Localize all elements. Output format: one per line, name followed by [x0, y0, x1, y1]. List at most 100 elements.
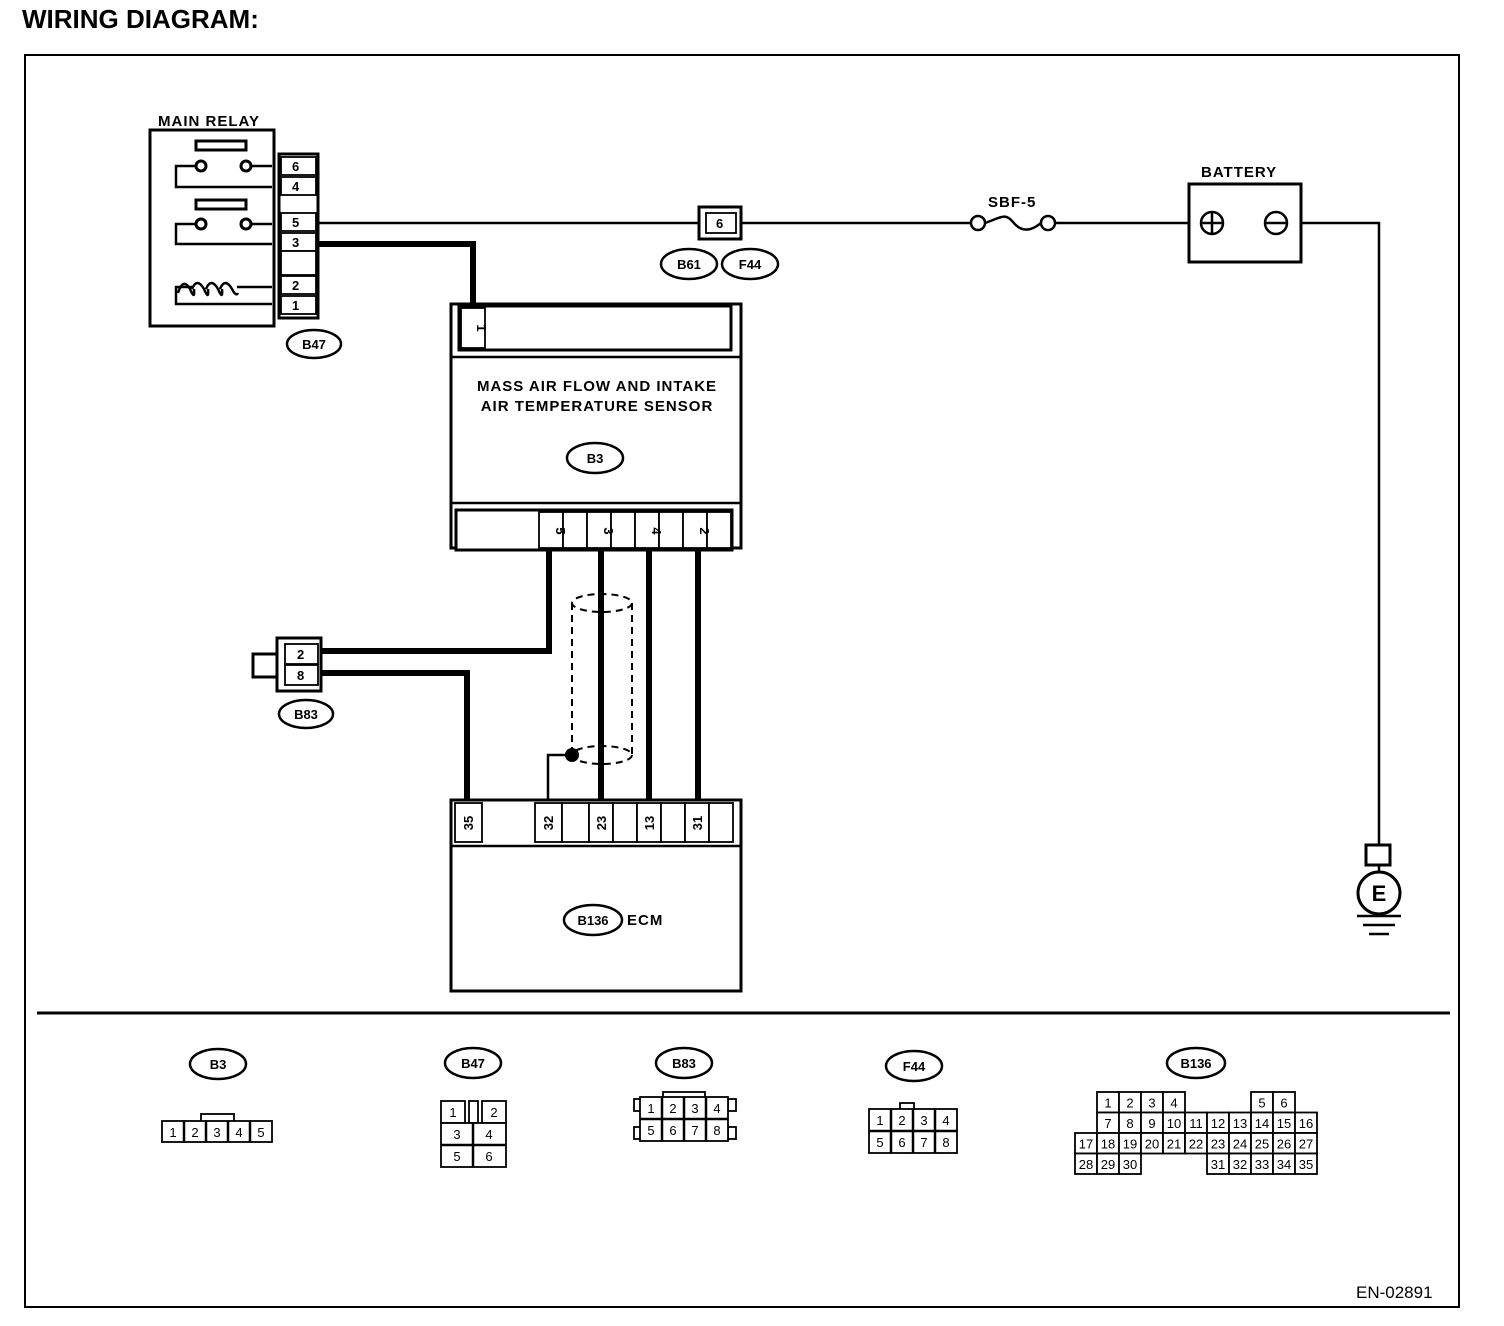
b83-pin-8: 8 — [297, 668, 304, 683]
fuse-sbf-5: SBF-5 — [969, 194, 1057, 232]
b136-view-pin: 2 — [1126, 1096, 1133, 1111]
relay-pin-1: 1 — [292, 298, 299, 313]
diagram-code: EN-02891 — [1356, 1283, 1433, 1302]
b136-view-pin: 32 — [1233, 1157, 1247, 1172]
b83-pin-2: 2 — [297, 647, 304, 662]
connector-view-b83: B83 1 2 3 4 5 6 7 8 — [633, 1046, 737, 1142]
b136-view-pin: 8 — [1126, 1116, 1133, 1131]
ecm-pin-13: 13 — [642, 816, 657, 830]
b3-view-pin: 1 — [169, 1125, 176, 1140]
connector-view-f44: F44 1 2 3 4 5 6 7 8 — [868, 1049, 958, 1154]
b3-view-pin: 5 — [257, 1125, 264, 1140]
b83-view-pin: 8 — [713, 1123, 720, 1138]
ecm-pin-32: 32 — [541, 816, 556, 830]
connector-tag-b47: B47 — [285, 328, 343, 360]
b3-tag-text: B3 — [587, 451, 604, 466]
b83-view-pin: 7 — [691, 1123, 698, 1138]
b136-view-pin: 20 — [1145, 1137, 1159, 1152]
f44-tag-text: F44 — [739, 257, 762, 272]
relay-pin-6: 6 — [292, 159, 299, 174]
b136-view-pin: 15 — [1277, 1116, 1291, 1131]
b47-view-pin: 5 — [453, 1149, 460, 1164]
ecm-pin-31: 31 — [690, 816, 705, 830]
b136-view-pin: 24 — [1233, 1137, 1247, 1152]
b136-view-pin: 16 — [1299, 1116, 1313, 1131]
b136-view-pin: 6 — [1280, 1096, 1287, 1111]
b83-view-pin: 4 — [713, 1101, 720, 1116]
relay-pin-4: 4 — [292, 179, 300, 194]
f44-view-tag: F44 — [903, 1059, 926, 1074]
b136-view-pin: 1 — [1104, 1096, 1111, 1111]
ground-icon — [1357, 914, 1401, 936]
b136-view-pin: 12 — [1211, 1116, 1225, 1131]
b136-view-pin: 25 — [1255, 1137, 1269, 1152]
relay-pin-3: 3 — [292, 235, 299, 250]
b83-view-pin: 1 — [647, 1101, 654, 1116]
b136-view-pin: 17 — [1079, 1137, 1093, 1152]
b47-view-tag: B47 — [461, 1056, 485, 1071]
b136-view-pin: 30 — [1123, 1157, 1137, 1172]
sensor-pin-2: 2 — [697, 527, 712, 534]
b136-view-pin: 14 — [1255, 1116, 1269, 1131]
b136-view-pin: 21 — [1167, 1137, 1181, 1152]
connector-tag-b83: B83 — [277, 698, 335, 730]
b136-view-pin: 4 — [1170, 1096, 1177, 1111]
b136-view-pin: 31 — [1211, 1157, 1225, 1172]
connector-b83: 2 8 — [251, 636, 323, 693]
battery-negative-icon — [1263, 210, 1289, 236]
main-relay: MAIN RELAY — [148, 113, 276, 328]
maf-sensor: 1 MASS AIR FLOW AND INTAKE AIR TEMPERATU… — [449, 302, 743, 552]
b136-view-pin: 13 — [1233, 1116, 1247, 1131]
b136-view-pin: 7 — [1104, 1116, 1111, 1131]
battery: BATTERY — [1187, 164, 1303, 264]
connector-tag-f44: F44 — [720, 247, 780, 281]
f44-view-pin: 5 — [876, 1135, 883, 1150]
sensor-pin-4: 4 — [649, 527, 664, 535]
b136-view-pin: 33 — [1255, 1157, 1269, 1172]
b136-view-pin: 19 — [1123, 1137, 1137, 1152]
diagram-frame — [24, 54, 1460, 1308]
b61-f44-pin-6: 6 — [716, 216, 723, 231]
page-title: WIRING DIAGRAM: — [22, 4, 259, 34]
f44-view-pin: 4 — [942, 1113, 949, 1128]
b83-view-pin: 2 — [669, 1101, 676, 1116]
f44-view-pin: 1 — [876, 1113, 883, 1128]
b83-tag-text: B83 — [294, 707, 318, 722]
b136-view-pin: 35 — [1299, 1157, 1313, 1172]
b136-view-pin: 28 — [1079, 1157, 1093, 1172]
connector-tag-b3: B3 — [565, 441, 625, 475]
b47-view-pin: 6 — [485, 1149, 492, 1164]
b3-view-tag: B3 — [210, 1057, 227, 1072]
b3-view-pin: 3 — [213, 1125, 220, 1140]
main-relay-body — [148, 128, 276, 328]
b136-view-cell — [1118, 1152, 1142, 1175]
b136-view-pin: 29 — [1101, 1157, 1115, 1172]
b136-view-cell — [1294, 1152, 1318, 1175]
sensor-pin-5: 5 — [553, 527, 568, 534]
relay-pin-2: 2 — [292, 278, 299, 293]
relay-pin-5: 5 — [292, 215, 299, 230]
b83-view-tag: B83 — [672, 1056, 696, 1071]
connector-b61-f44: 6 — [697, 205, 743, 241]
wire-shield-to-ecm32 — [546, 753, 572, 803]
fuse-label: SBF-5 — [988, 194, 1036, 211]
connector-view-b3: B3 1 2 3 4 5 — [161, 1047, 273, 1143]
connector-tag-b61: B61 — [659, 247, 719, 281]
b61-tag-text: B61 — [677, 257, 701, 272]
sensor-label-line2: AIR TEMPERATURE SENSOR — [481, 398, 714, 415]
f44-view-pin: 3 — [920, 1113, 927, 1128]
b83-view-pin: 6 — [669, 1123, 676, 1138]
f44-view-pin: 2 — [898, 1113, 905, 1128]
b136-view-pin: 5 — [1258, 1096, 1265, 1111]
b136-view-pin: 22 — [1189, 1137, 1203, 1152]
b136-view-pin: 3 — [1148, 1096, 1155, 1111]
b136-view-pin: 18 — [1101, 1137, 1115, 1152]
b3-view-pin: 2 — [191, 1125, 198, 1140]
sensor-pin-3: 3 — [601, 527, 616, 534]
b136-view-pin: 23 — [1211, 1137, 1225, 1152]
b136-view-pin: 26 — [1277, 1137, 1291, 1152]
shield-splice — [565, 748, 579, 762]
